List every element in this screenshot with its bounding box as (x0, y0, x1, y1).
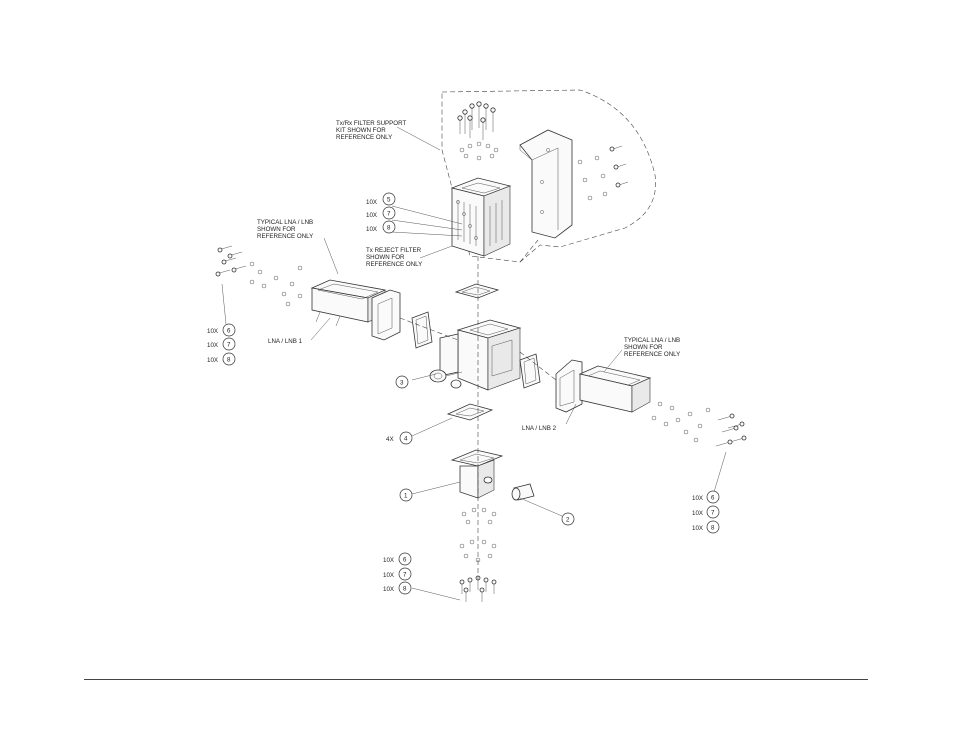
svg-text:7: 7 (403, 572, 407, 579)
qty-label: 10X (692, 495, 703, 502)
bracket-hardware (577, 145, 629, 201)
bottom-flange (450, 449, 504, 499)
label-lna-lnb-1: LNA / LNB 1 (268, 338, 303, 345)
balloon-8 (222, 352, 236, 366)
support-screws (457, 101, 496, 140)
svg-text:REFERENCE ONLY: REFERENCE ONLY (257, 233, 313, 240)
svg-text:REFERENCE ONLY: REFERENCE ONLY (624, 351, 680, 358)
note-lna-right: TYPICAL LNA / LNB SHOWN FOR REFERENCE ON… (624, 337, 680, 358)
callout-center: 3 4X 4 1 2 (386, 375, 575, 526)
assembly-centerlines (399, 239, 557, 580)
svg-text:5: 5 (387, 197, 391, 204)
svg-text:8: 8 (403, 586, 407, 593)
svg-text:4: 4 (404, 436, 408, 443)
termination-load (511, 483, 535, 501)
balloon-8 (382, 220, 396, 234)
svg-text:SHOWN FOR: SHOWN FOR (366, 254, 405, 261)
svg-text:8: 8 (711, 525, 715, 532)
svg-text:3: 3 (400, 380, 404, 387)
balloon-7 (706, 505, 720, 519)
tx-reject-filter (450, 177, 512, 257)
svg-text:7: 7 (387, 211, 391, 218)
qty-label: 10X (366, 199, 377, 206)
lna-lnb-left (215, 245, 433, 349)
callout-group-right: 10X 6 10X 7 10X 8 (692, 490, 720, 534)
balloon-3 (395, 375, 409, 389)
callout-group-top: 10X 5 10X 7 10X 8 (366, 192, 396, 234)
footer-rule (84, 679, 868, 680)
qty-label: 10X (692, 525, 703, 532)
svg-text:Tx REJECT FILTER: Tx REJECT FILTER (366, 247, 422, 254)
qty-label: 10X (207, 342, 218, 349)
svg-text:6: 6 (711, 495, 715, 502)
svg-text:SHOWN FOR: SHOWN FOR (624, 344, 663, 351)
svg-text:Tx/Rx FILTER SUPPORT: Tx/Rx FILTER SUPPORT (336, 120, 406, 127)
qty-label: 4X (386, 436, 394, 443)
qty-label: 10X (383, 557, 394, 564)
svg-text:6: 6 (227, 328, 231, 335)
label-lna-lnb-2: LNA / LNB 2 (522, 425, 557, 432)
filter-support-kit (441, 89, 656, 263)
svg-text:8: 8 (227, 357, 231, 364)
svg-text:1: 1 (404, 493, 408, 500)
center-housing (429, 319, 522, 391)
balloon-4 (399, 431, 413, 445)
svg-text:8: 8 (387, 225, 391, 232)
balloon-6 (706, 490, 720, 504)
svg-text:TYPICAL LNA / LNB: TYPICAL LNA / LNB (624, 337, 680, 344)
gaskets (446, 283, 541, 421)
qty-label: 10X (207, 328, 218, 335)
balloon-6 (222, 323, 236, 337)
note-lna-left: TYPICAL LNA / LNB SHOWN FOR REFERENCE ON… (257, 219, 313, 240)
balloon-2 (561, 512, 575, 526)
svg-text:REFERENCE ONLY: REFERENCE ONLY (336, 134, 392, 141)
note-reject-filter: Tx REJECT FILTER SHOWN FOR REFERENCE ONL… (366, 247, 422, 268)
svg-text:TYPICAL LNA / LNB: TYPICAL LNA / LNB (257, 219, 313, 226)
qty-label: 10X (366, 212, 377, 219)
balloon-1 (399, 488, 413, 502)
qty-label: 10X (366, 226, 377, 233)
svg-text:6: 6 (403, 557, 407, 564)
balloon-8 (706, 520, 720, 534)
balloon-6 (398, 552, 412, 566)
bottom-hardware (459, 507, 497, 602)
qty-label: 10X (383, 586, 394, 593)
balloon-5 (382, 192, 396, 206)
support-bracket (519, 129, 573, 239)
leader-lines (221, 126, 727, 601)
callout-group-left: 10X 6 10X 7 10X 8 (207, 323, 236, 366)
qty-label: 10X (207, 357, 218, 364)
support-washers (459, 141, 499, 161)
svg-text:KIT SHOWN FOR: KIT SHOWN FOR (336, 127, 386, 134)
svg-text:2: 2 (566, 517, 570, 524)
qty-label: 10X (383, 572, 394, 579)
qty-label: 10X (692, 510, 703, 517)
balloon-7 (382, 206, 396, 220)
balloon-7 (398, 567, 412, 581)
svg-text:7: 7 (227, 342, 231, 349)
balloon-8 (398, 581, 412, 595)
svg-text:7: 7 (711, 510, 715, 517)
callout-group-bottom: 10X 6 10X 7 10X 8 (383, 552, 412, 595)
balloon-7 (222, 337, 236, 351)
lna-lnb-right (555, 359, 747, 447)
svg-text:REFERENCE ONLY: REFERENCE ONLY (366, 261, 422, 268)
svg-text:SHOWN FOR: SHOWN FOR (257, 226, 296, 233)
note-filter-support: Tx/Rx FILTER SUPPORT KIT SHOWN FOR REFER… (336, 120, 406, 141)
